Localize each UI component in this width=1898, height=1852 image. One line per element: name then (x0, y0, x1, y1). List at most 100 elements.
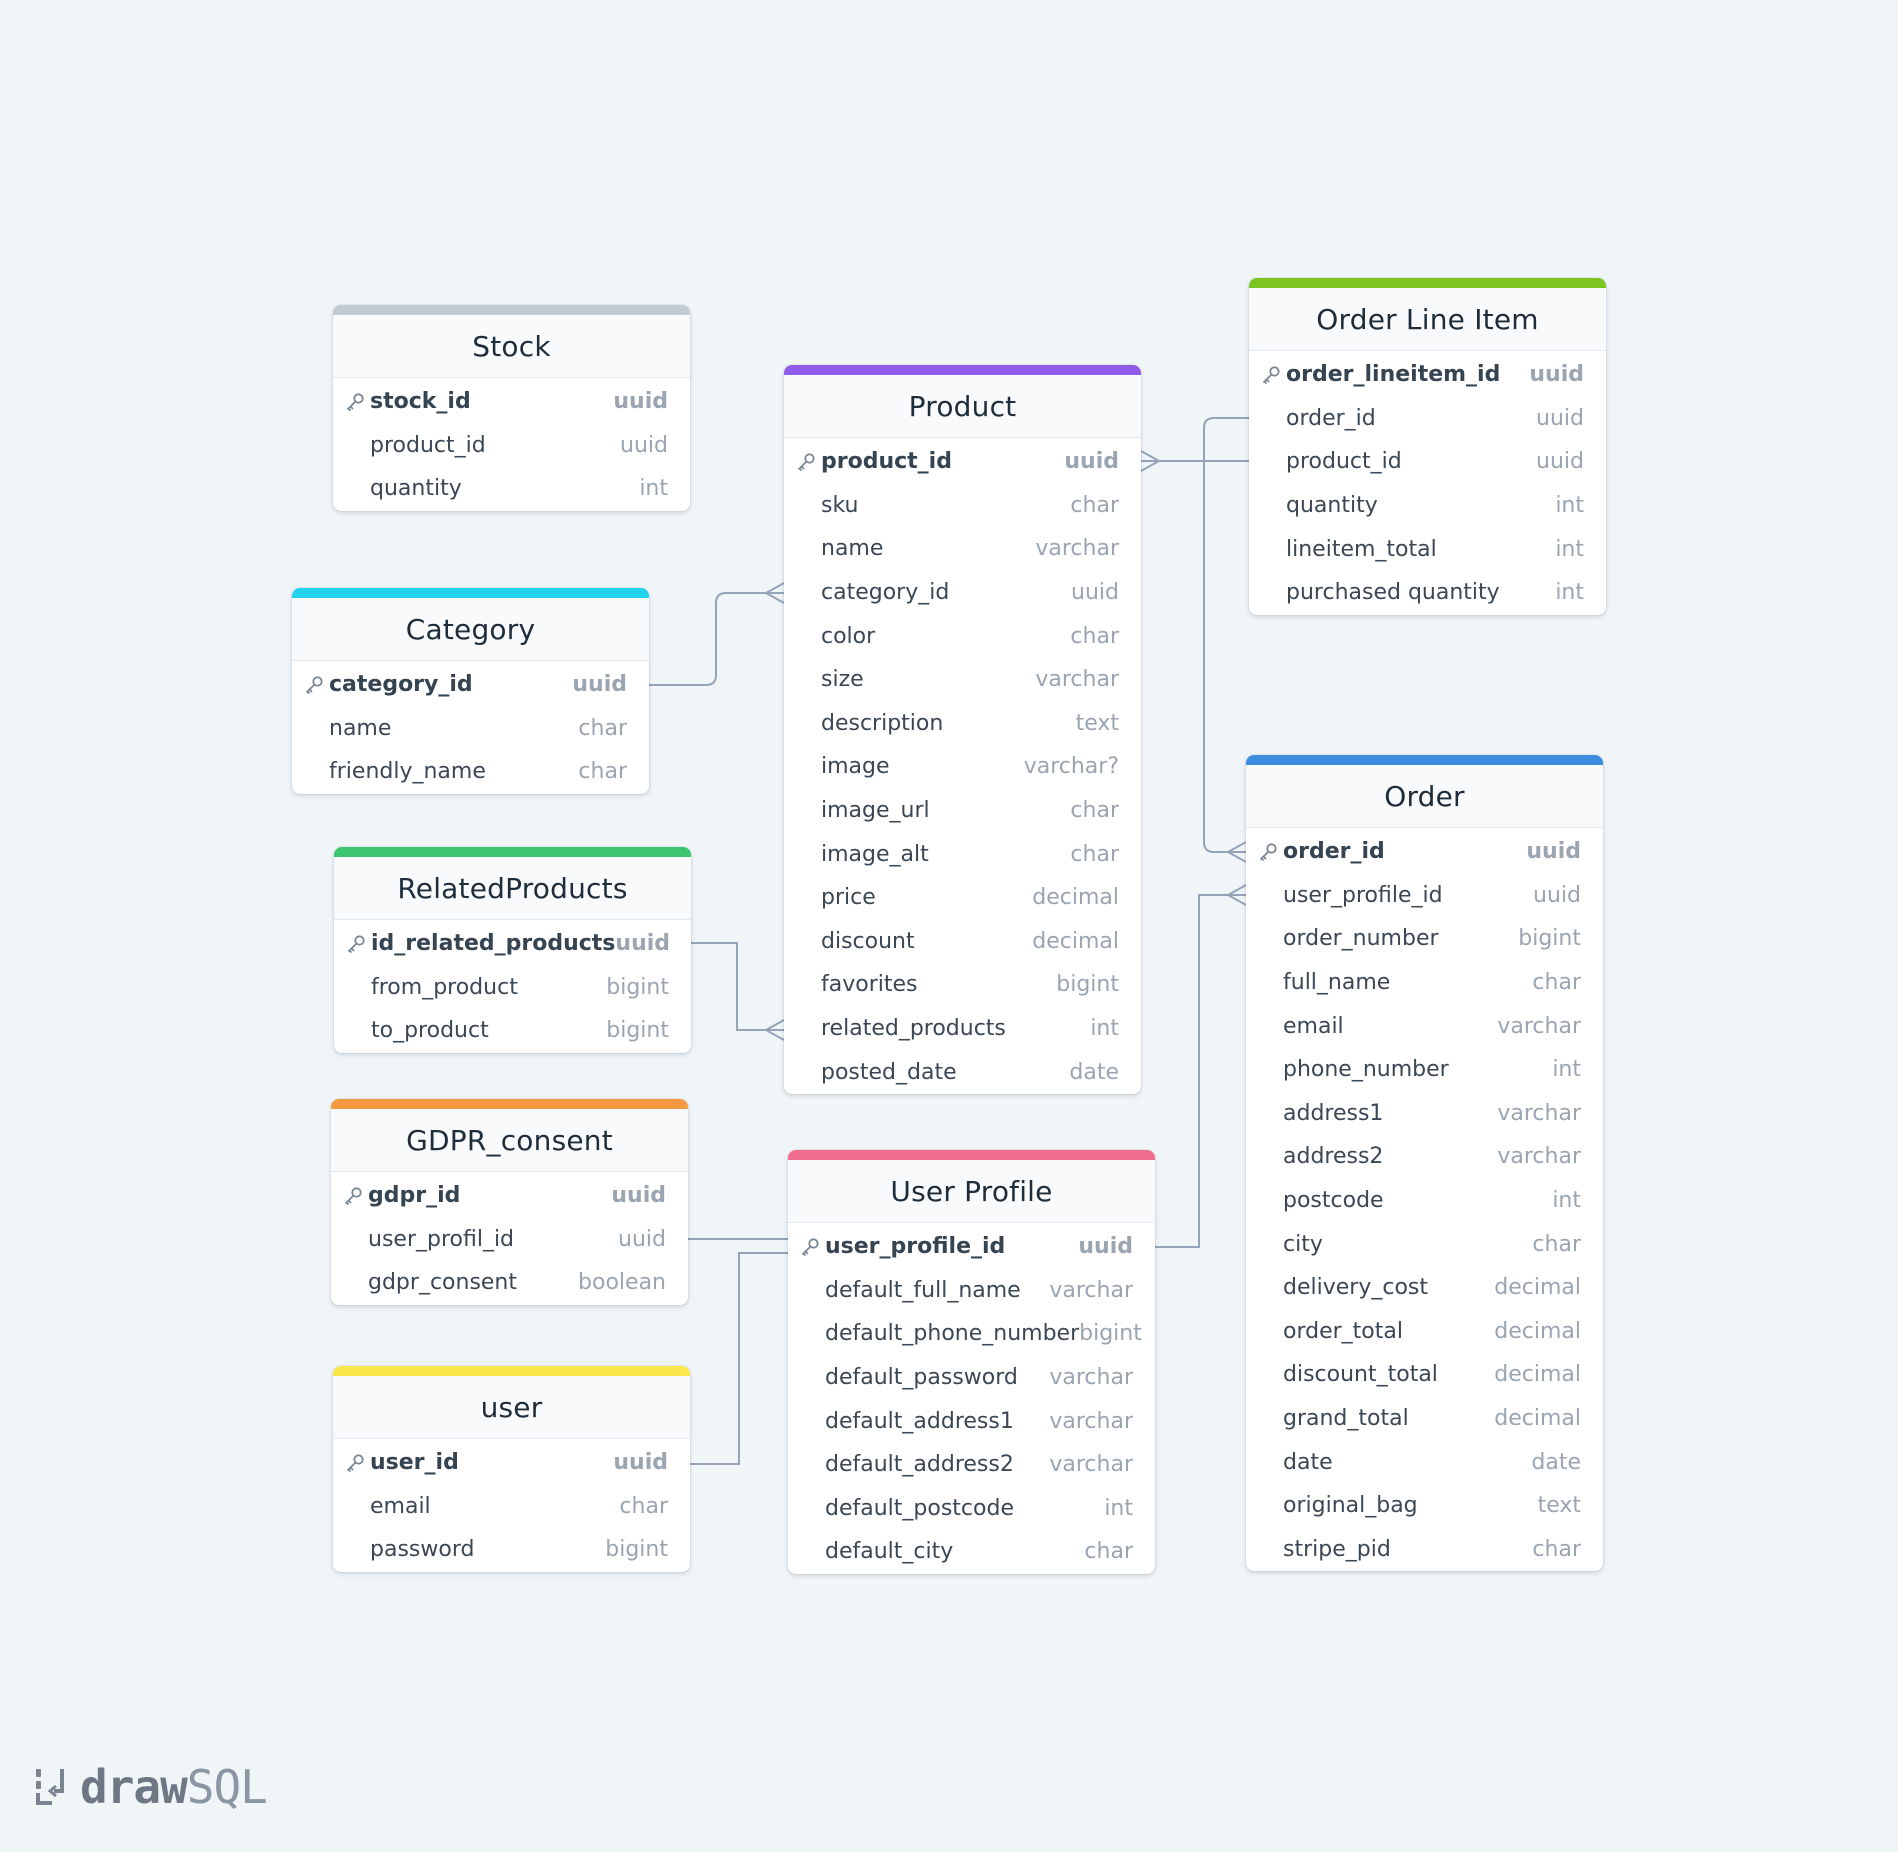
column-type: bigint (606, 974, 669, 1000)
column-type: varchar (1049, 1277, 1133, 1303)
table-title[interactable]: Order (1246, 765, 1603, 828)
column-name: original_bag (1283, 1493, 1418, 1519)
column-name: discount (821, 928, 915, 954)
column-name: date (1283, 1449, 1333, 1475)
table-title[interactable]: Category (292, 598, 649, 661)
column-type: date (1069, 1059, 1119, 1085)
column-name: default_address2 (825, 1452, 1014, 1478)
column-type: char (619, 1493, 668, 1519)
column-name: favorites (821, 972, 918, 998)
column-name: order_id (1283, 839, 1385, 865)
column-name: color (821, 623, 876, 649)
column-type: varchar (1035, 536, 1119, 562)
column-name: order_total (1283, 1318, 1403, 1344)
table-title[interactable]: User Profile (788, 1160, 1155, 1223)
table-title[interactable]: RelatedProducts (334, 857, 691, 920)
column-name: default_city (825, 1539, 954, 1565)
table-title[interactable]: Product (784, 375, 1141, 438)
column-name: default_phone_number (825, 1321, 1080, 1347)
table-title[interactable]: Order Line Item (1249, 288, 1606, 351)
table-title[interactable]: Stock (333, 315, 690, 378)
column-type: decimal (1494, 1275, 1581, 1301)
table-title[interactable]: user (333, 1376, 690, 1439)
column-name: user_id (370, 1450, 459, 1476)
table-title[interactable]: GDPR_consent (331, 1109, 688, 1172)
column-type: uuid (1536, 449, 1584, 475)
column-name: order_lineitem_id (1286, 362, 1501, 388)
